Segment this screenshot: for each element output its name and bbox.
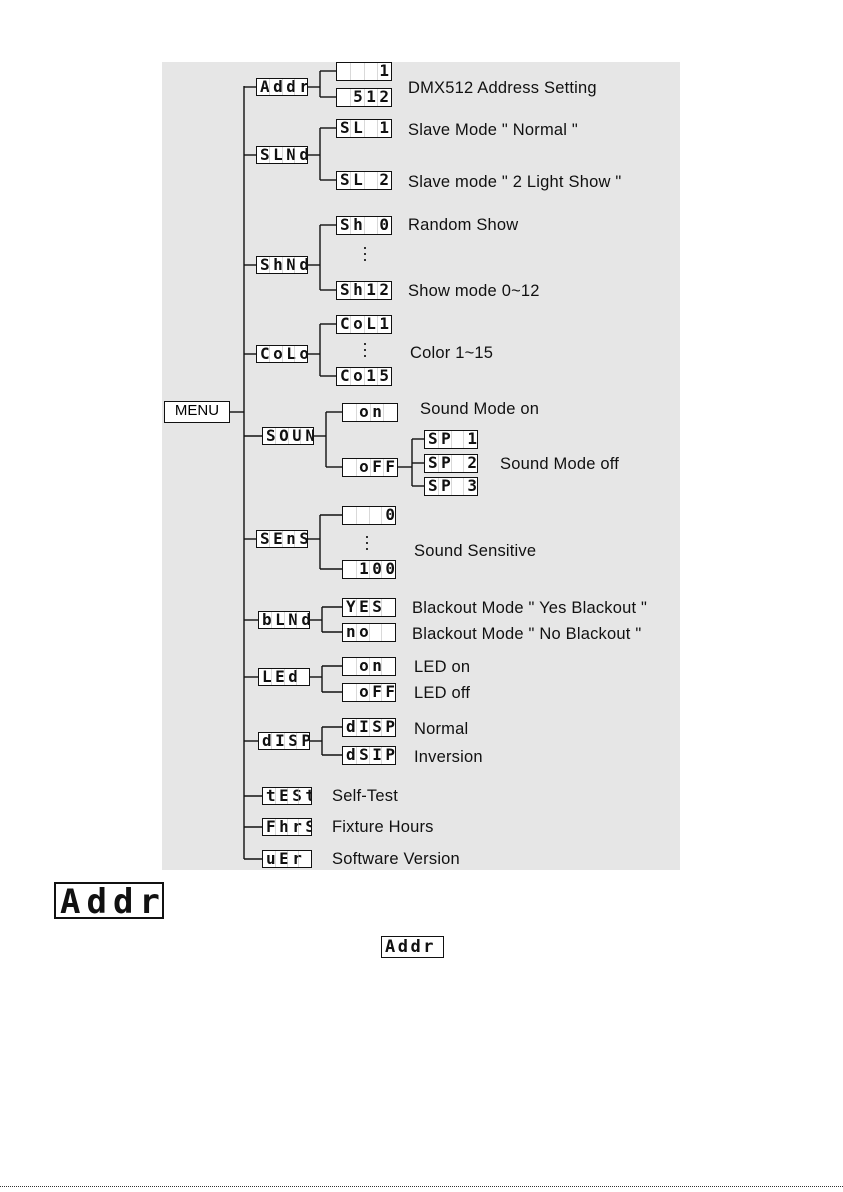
- display-col15: Co15: [336, 367, 392, 386]
- label-normal: Normal: [414, 720, 469, 738]
- display-sp2: SP 2: [424, 454, 478, 473]
- label-led-off: LED off: [414, 684, 471, 702]
- label-fixture-hours: Fixture Hours: [332, 818, 434, 836]
- label-blackout-no: Blackout Mode " No Blackout ": [412, 625, 642, 643]
- display-no: no: [342, 623, 396, 642]
- addr-heading-display: Addr: [54, 882, 164, 921]
- label-slave-2-light: Slave mode " 2 Light Show ": [408, 173, 622, 191]
- label-sound-on: Sound Mode on: [420, 400, 540, 418]
- display-sens: SEnS: [256, 530, 308, 548]
- label-inversion: Inversion: [414, 748, 483, 766]
- ellipsis-show: ···: [362, 237, 368, 269]
- display-led-off: oFF: [342, 683, 396, 702]
- display-addr-1: 1: [336, 62, 392, 81]
- ellipsis-sens: ···: [364, 526, 370, 558]
- label-show-mode: Show mode 0~12: [408, 282, 540, 300]
- label-color: Color 1~15: [410, 344, 494, 362]
- menu-root-box: MENU: [164, 401, 230, 423]
- label-slave-normal: Slave Mode " Normal ": [408, 121, 578, 139]
- addr-inline-display: Addr: [381, 936, 444, 958]
- display-disp: dISP: [258, 732, 310, 750]
- label-sound-off: Sound Mode off: [500, 455, 620, 473]
- display-col1: CoL1: [336, 315, 392, 334]
- display-sp3: SP 3: [424, 477, 478, 496]
- display-sh12: Sh12: [336, 281, 392, 300]
- label-random-show: Random Show: [408, 216, 519, 234]
- display-fhrs: FhrS: [262, 818, 312, 836]
- display-sl2: SL 2: [336, 171, 392, 190]
- display-led-on: on: [342, 657, 396, 676]
- display-inversion: dSIP: [342, 746, 396, 765]
- display-sens-0: 0: [342, 506, 396, 525]
- display-colo: CoLo: [256, 345, 308, 363]
- connector-lines: [228, 70, 424, 860]
- ellipsis-color: ···: [362, 333, 368, 365]
- label-self-test: Self-Test: [332, 787, 398, 805]
- label-led-on: LED on: [414, 658, 471, 676]
- display-slnd: SLNd: [256, 146, 308, 164]
- display-blnd: bLNd: [258, 611, 310, 629]
- label-dmx-address: DMX512 Address Setting: [408, 79, 597, 97]
- display-sens-100: 100: [342, 560, 396, 579]
- display-sound-on: on: [342, 403, 398, 422]
- display-addr-512: 512: [336, 88, 392, 107]
- display-shnd: ShNd: [256, 256, 308, 274]
- display-sl1: SL 1: [336, 119, 392, 138]
- label-blackout-yes: Blackout Mode " Yes Blackout ": [412, 599, 648, 617]
- display-addr: Addr: [256, 78, 308, 96]
- display-test: tESt: [262, 787, 312, 805]
- display-sp1: SP 1: [424, 430, 478, 449]
- display-yes: YES: [342, 598, 396, 617]
- display-sh0: Sh 0: [336, 216, 392, 235]
- label-software-version: Software Version: [332, 850, 460, 868]
- menu-tree-diagram: MENU Addr SLNd ShNd CoLo SOUN SEnS bLNd …: [162, 62, 680, 870]
- display-ver: uEr: [262, 850, 312, 868]
- display-normal: dISP: [342, 718, 396, 737]
- display-sound-off: oFF: [342, 458, 398, 477]
- label-sound-sensitive: Sound Sensitive: [414, 542, 537, 560]
- display-led: LEd: [258, 668, 310, 686]
- page-bottom-rule: [0, 1186, 843, 1187]
- display-soun: SOUN: [262, 427, 314, 445]
